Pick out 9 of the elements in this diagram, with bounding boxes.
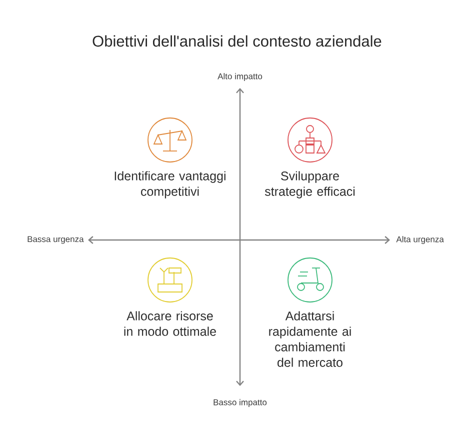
axis-label: Alto impatto xyxy=(218,73,262,81)
axis-label: Alta urgenza xyxy=(396,236,444,244)
axis-label: Bassa urgenza xyxy=(28,236,84,244)
item-label: Sviluppare strategie efficaci xyxy=(264,171,355,198)
item-label: Adattarsi rapidamente ai cambiamenti del mercato xyxy=(269,311,351,367)
item-label: Identificare vantaggi competitivi xyxy=(114,171,226,198)
item-label: Allocare risorse in modo ottimale xyxy=(124,311,216,336)
title: Obiettivi dell'analisi del contesto aziendale xyxy=(92,35,382,47)
axis-label: Basso impatto xyxy=(214,399,267,407)
